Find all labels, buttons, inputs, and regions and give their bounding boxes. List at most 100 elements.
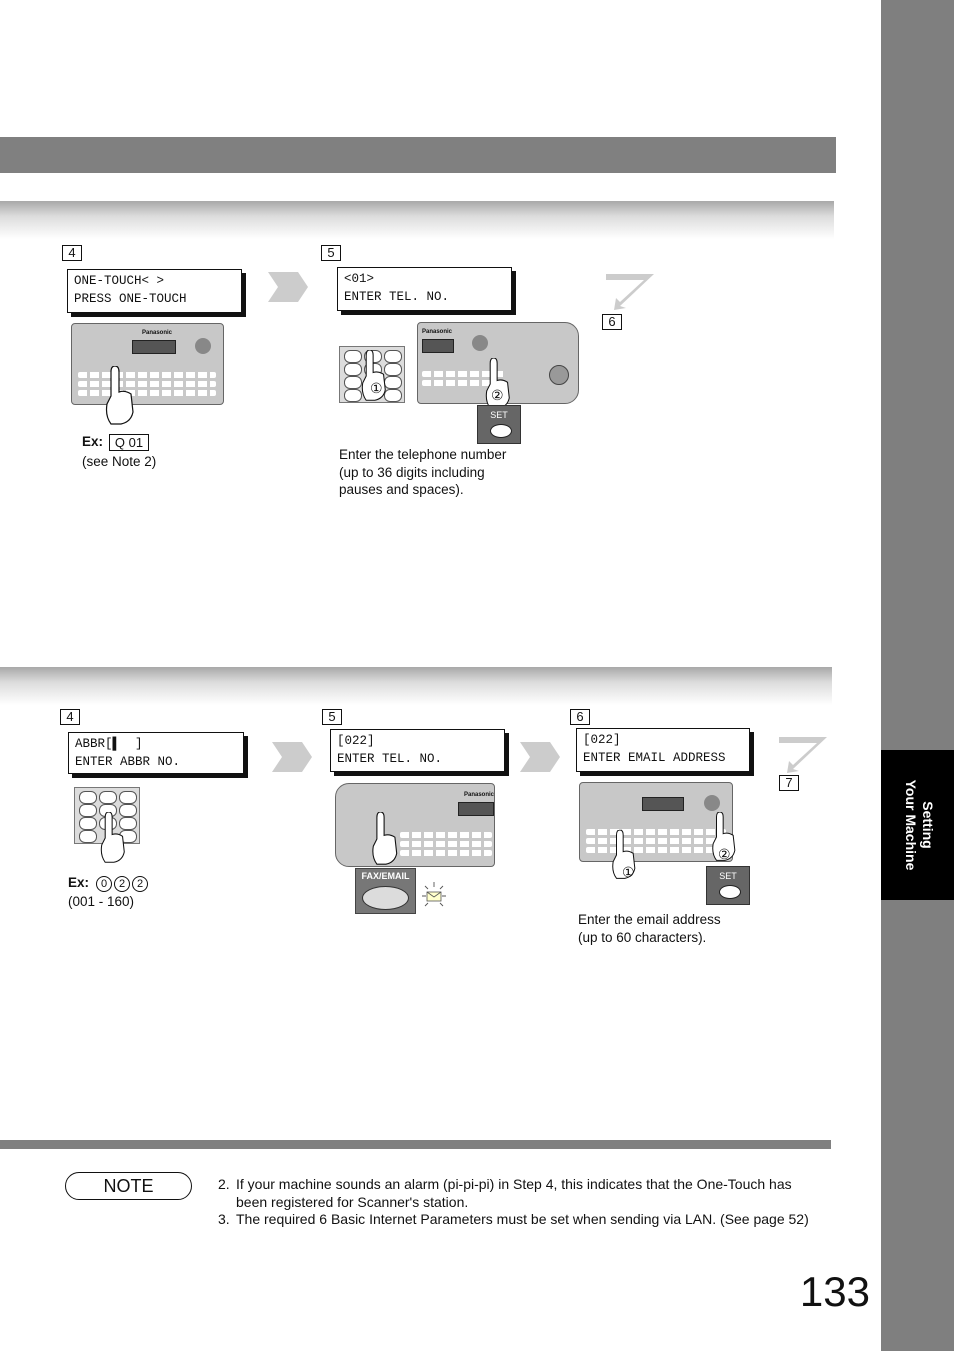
caption-line: (up to 60 characters). [578,929,707,945]
one-touch-keys [586,838,726,844]
s1-set-button: SET [477,405,521,444]
dial-icon [704,795,720,811]
fax-email-key-icon [362,886,409,910]
s2-step5-number: 5 [322,709,342,725]
chapter-tab-line2: Your Machine [903,779,919,871]
keypad-key [344,389,362,402]
brand-logo: Panasonic [464,792,495,798]
note-text: been registered for Scanner's station. [236,1193,469,1210]
fax-email-button: FAX/EMAIL [355,868,416,914]
s1-step5-lcd: <01> ENTER TEL. NO. [337,267,512,311]
next-step-arrow-icon [268,272,308,302]
s1-step5-caption: Enter the telephone number (up to 36 dig… [339,446,506,499]
one-touch-keys [422,380,506,386]
pointing-hand-icon [105,366,134,425]
caption-line: Enter the email address [578,912,721,927]
lcd-line: ONE-TOUCH< > [74,274,165,288]
s1-ex-value: Q 01 [109,434,149,451]
s1-step4-control-panel: Panasonic [71,323,224,405]
s1-step4-lcd: ONE-TOUCH< > PRESS ONE-TOUCH [67,269,242,313]
keypad-key [79,791,97,804]
s2-set-button: SET [706,866,750,905]
s2-step6-control-panel [579,782,733,862]
lcd-line: ENTER TEL. NO. [337,752,443,766]
dial-icon [195,338,211,354]
set-label: SET [719,871,737,881]
brand-logo: Panasonic [422,329,453,335]
step-marker-1: ① [622,864,635,880]
brand-logo: Panasonic [142,330,173,336]
panel-lcd-window [422,339,454,353]
lcd-line: ENTER TEL. NO. [344,290,450,304]
email-lamp-icon [422,882,446,907]
next-step-arrow-icon [272,742,312,772]
header-bar [0,137,836,173]
note-label: NOTE [65,1172,192,1200]
s1-ex-note: (see Note 2) [82,454,157,469]
fax-email-label: FAX/EMAIL [361,871,410,881]
lcd-line: <01> [344,272,375,286]
s2-step5-control-panel: Panasonic [335,783,495,867]
note-item: 3. The required 6 Basic Internet Paramet… [218,1211,838,1229]
start-button-icon [549,365,569,385]
one-touch-keys [400,832,492,838]
keypad-key [344,376,362,389]
lcd-line: ENTER EMAIL ADDRESS [583,751,726,765]
section2-band [0,667,832,705]
goto-arrow-icon [779,737,827,773]
goto-arrow-icon [606,274,654,310]
set-key-icon [490,424,512,438]
caption-line: Enter the telephone number [339,447,507,462]
keypad-key [79,830,97,843]
s1-step5-number: 5 [321,245,341,261]
s2-step6-caption: Enter the email address (up to 60 charac… [578,911,721,946]
circled-digit: 2 [114,876,130,892]
one-touch-keys [586,829,726,835]
s2-ex-label: Ex: [68,875,90,890]
pointing-hand-icon [372,812,398,865]
side-strip [881,0,954,1351]
note-number: 2. [218,1176,230,1192]
lcd-line: ABBR[▌ ] [75,737,143,751]
note-list: 2. If your machine sounds an alarm (pi-p… [218,1176,838,1229]
panel-lcd-window [132,340,176,354]
keypad-key [119,804,137,817]
keypad-key [344,363,362,376]
keypad-key [79,817,97,830]
pointing-hand-icon [361,350,386,401]
s1-step6-number: 6 [602,314,622,330]
chapter-tab-line1: Setting [920,801,936,849]
circled-digit: 0 [96,876,112,892]
keypad-key [344,350,362,363]
circled-digit: 2 [132,876,148,892]
section1-band [0,201,834,239]
s2-step4-number: 4 [60,709,80,725]
one-touch-keys [422,371,506,377]
keypad-key [384,350,402,363]
one-touch-keys [400,850,492,856]
step-marker-2: ② [491,387,504,403]
s2-step4-lcd: ABBR[▌ ]ENTER ABBR NO. [68,732,244,774]
pointing-hand-icon [612,830,636,879]
keypad-key [79,804,97,817]
note-text: If your machine sounds an alarm (pi-pi-p… [236,1176,792,1192]
keypad-key [384,363,402,376]
chapter-tab: Setting Your Machine [881,750,954,900]
keypad-key [119,817,137,830]
s2-step5-lcd: [022]ENTER TEL. NO. [330,729,505,772]
note-text: The required 6 Basic Internet Parameters… [236,1211,809,1227]
panel-lcd-window [642,797,684,811]
one-touch-keys [400,841,492,847]
lcd-line: PRESS ONE-TOUCH [74,292,187,306]
one-touch-keys [78,381,216,387]
note-number: 3. [218,1211,230,1227]
s2-step7-number: 7 [779,775,799,791]
s2-step6-number: 6 [570,709,590,725]
page-number: 133 [799,1268,870,1315]
caption-line: pauses and spaces). [339,482,464,497]
lcd-line: [022] [583,733,621,747]
note-item: 2. If your machine sounds an alarm (pi-p… [218,1176,838,1211]
one-touch-keys [78,390,216,396]
keypad-key [119,791,137,804]
